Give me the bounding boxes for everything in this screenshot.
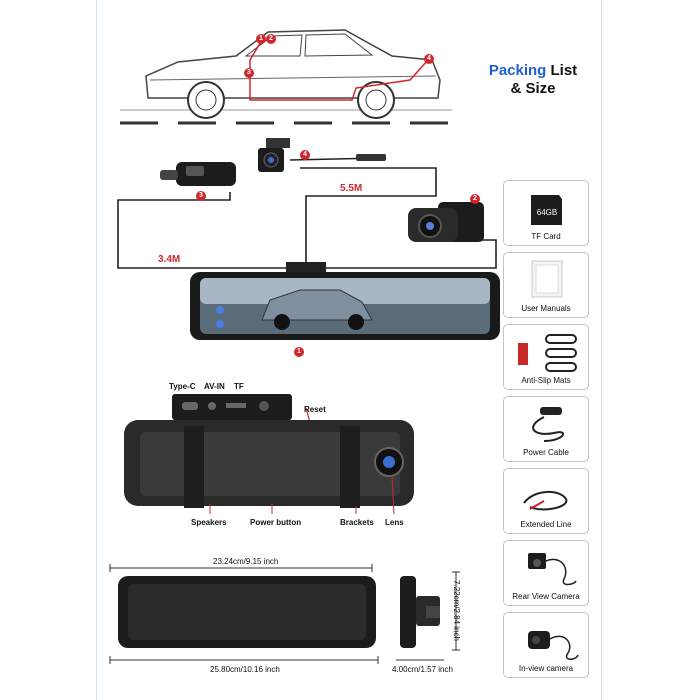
- dimension-depth: 4.00cm/1.57 inch: [392, 665, 453, 674]
- user-manuals-label: User Manuals: [521, 304, 571, 313]
- page-title: Packing List & Size: [488, 62, 578, 97]
- wiring-diagram: [117, 138, 500, 340]
- extension-cable-icon: [523, 491, 568, 511]
- port-tf-label: TF: [234, 382, 244, 391]
- power-button-label: Power button: [250, 518, 302, 527]
- lens-label: Lens: [385, 518, 404, 527]
- power-cable-label: Power Cable: [523, 448, 569, 457]
- badge-2-car: 2: [266, 34, 276, 44]
- packing-item-anti-slip-mats: Anti-Slip Mats: [503, 324, 589, 390]
- extended-line-label: Extended Line: [520, 520, 572, 529]
- content-frame: [96, 0, 602, 700]
- packing-item-extended-line: Extended Line: [503, 468, 589, 534]
- brackets-label: Brackets: [340, 518, 374, 527]
- rear-camera-icon: [258, 138, 290, 172]
- dimension-bottom-width: 25.80cm/10.16 inch: [210, 665, 280, 674]
- cable-length-3-4m: 3.4M: [158, 254, 181, 265]
- cable-length-5-5m: 5.5M: [340, 183, 363, 194]
- mat-icon: [518, 334, 577, 372]
- inview-camera-icon: [408, 202, 484, 242]
- port-type-c-label: Type-C: [169, 382, 196, 391]
- svg-text:64GB: 64GB: [537, 208, 557, 217]
- port-av-in-label: AV-IN: [204, 382, 225, 391]
- packing-item-power-cable: Power Cable: [503, 396, 589, 462]
- badge-3: 3: [196, 191, 206, 201]
- badge-1-car: 1: [256, 34, 266, 44]
- manual-icon: [531, 260, 563, 298]
- badge-4: 4: [300, 150, 310, 160]
- packing-item-rear-view-camera: Rear View Camera: [503, 540, 589, 606]
- speakers-label: Speakers: [191, 518, 227, 527]
- dimension-top-width: 23.24cm/9.15 inch: [213, 557, 279, 566]
- rear-camera-icon: [528, 553, 577, 586]
- badge-2: 2: [470, 194, 480, 204]
- car-charger-icon: [160, 162, 236, 186]
- inview-camera-icon: [528, 631, 579, 660]
- reset-label: Reset: [304, 405, 326, 414]
- mirror-dashcam-front: [190, 262, 500, 340]
- badge-1: 1: [294, 347, 304, 357]
- car-installation-illustration: [120, 29, 452, 125]
- packing-item-in-view-camera: In-view camera: [503, 612, 589, 678]
- in-view-camera-label: In-view camera: [518, 664, 574, 673]
- power-cable-icon: [532, 407, 565, 442]
- dimension-height: 7.22cm/2.84 inch: [451, 580, 461, 641]
- sd-card-icon: 64GB: [531, 195, 562, 225]
- rear-view-camera-label: Rear View Camera: [512, 592, 580, 601]
- badge-4-car: 4: [424, 54, 434, 64]
- tf-card-label: TF Card: [531, 232, 561, 241]
- anti-slip-mats-label: Anti-Slip Mats: [521, 376, 571, 385]
- packing-item-tf-card: 64GB TF Card: [503, 180, 589, 246]
- packing-item-user-manuals: User Manuals: [503, 252, 589, 318]
- badge-3-car: 3: [244, 68, 254, 78]
